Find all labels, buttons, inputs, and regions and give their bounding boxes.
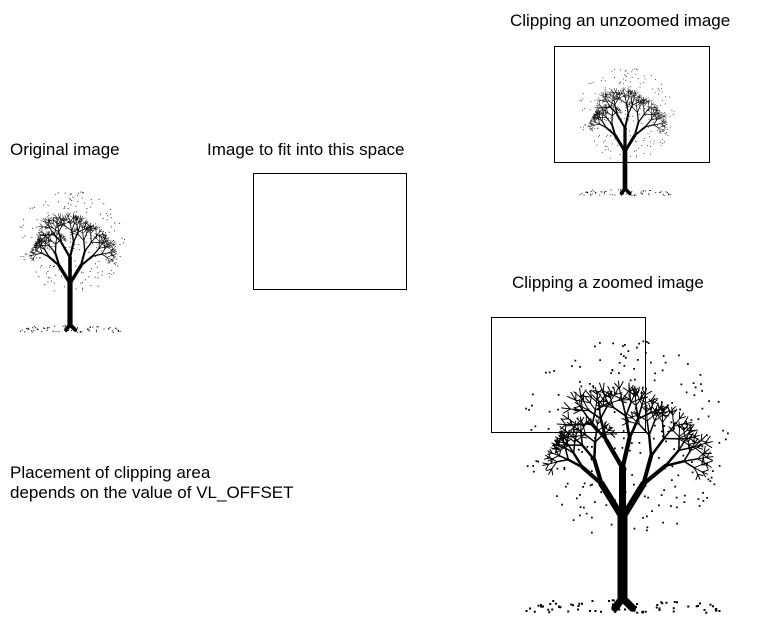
placement-note-line2: depends on the value of VL_OFFSET: [10, 483, 294, 502]
placement-note-line1: Placement of clipping area: [10, 463, 211, 482]
original-tree-image: [19, 191, 125, 333]
label-original-image: Original image: [10, 140, 120, 159]
fit-space-rectangle: [253, 173, 407, 290]
label-clip-unzoomed: Clipping an unzoomed image: [510, 11, 731, 30]
zoomed-tree-image: [525, 340, 729, 614]
unzoomed-tree-image: [579, 68, 675, 197]
label-fit-space: Image to fit into this space: [207, 140, 405, 159]
unzoomed-clip-rectangle: [554, 46, 710, 163]
placement-note: Placement of clipping area depends on th…: [10, 463, 294, 503]
label-clip-zoomed: Clipping a zoomed image: [512, 273, 704, 292]
zoomed-clip-rectangle: [491, 317, 646, 433]
